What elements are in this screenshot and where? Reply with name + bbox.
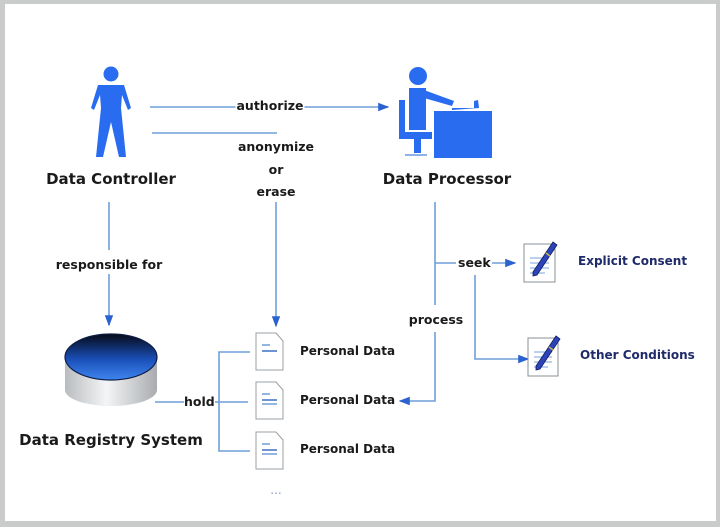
worker-at-desk-icon — [399, 67, 492, 158]
responsible-for-label: responsible for — [54, 257, 164, 272]
process-edge — [398, 332, 436, 406]
document-icon — [255, 431, 284, 470]
document-icon — [255, 332, 284, 371]
more-items-ellipsis: ... — [270, 483, 282, 497]
authorize-label: authorize — [235, 98, 305, 113]
seek-other-edge — [474, 275, 530, 364]
erase-label: erase — [255, 184, 297, 199]
personal-data-label: Personal Data — [300, 344, 396, 358]
data-controller-label: Data Controller — [46, 170, 176, 188]
personal-data-label: Personal Data — [300, 393, 396, 407]
signed-document-pen-icon — [527, 335, 561, 377]
person-icon — [91, 66, 131, 157]
data-registry-system-label: Data Registry System — [19, 431, 203, 449]
personal-data-label: Personal Data — [300, 442, 396, 456]
document-icon — [255, 381, 284, 420]
seek-label: seek — [457, 255, 492, 270]
signed-document-pen-icon — [523, 241, 558, 283]
database-cylinder-icon — [64, 333, 158, 406]
hold-label: hold — [184, 394, 215, 409]
process-label: process — [407, 312, 465, 327]
explicit-consent-label: Explicit Consent — [578, 254, 688, 268]
data-processor-label: Data Processor — [382, 170, 512, 188]
anonymize-label: anonymize — [236, 139, 316, 154]
anonymize-or-label: or — [267, 162, 285, 177]
hold-bracket — [218, 351, 250, 452]
other-conditions-label: Other Conditions — [580, 348, 695, 362]
